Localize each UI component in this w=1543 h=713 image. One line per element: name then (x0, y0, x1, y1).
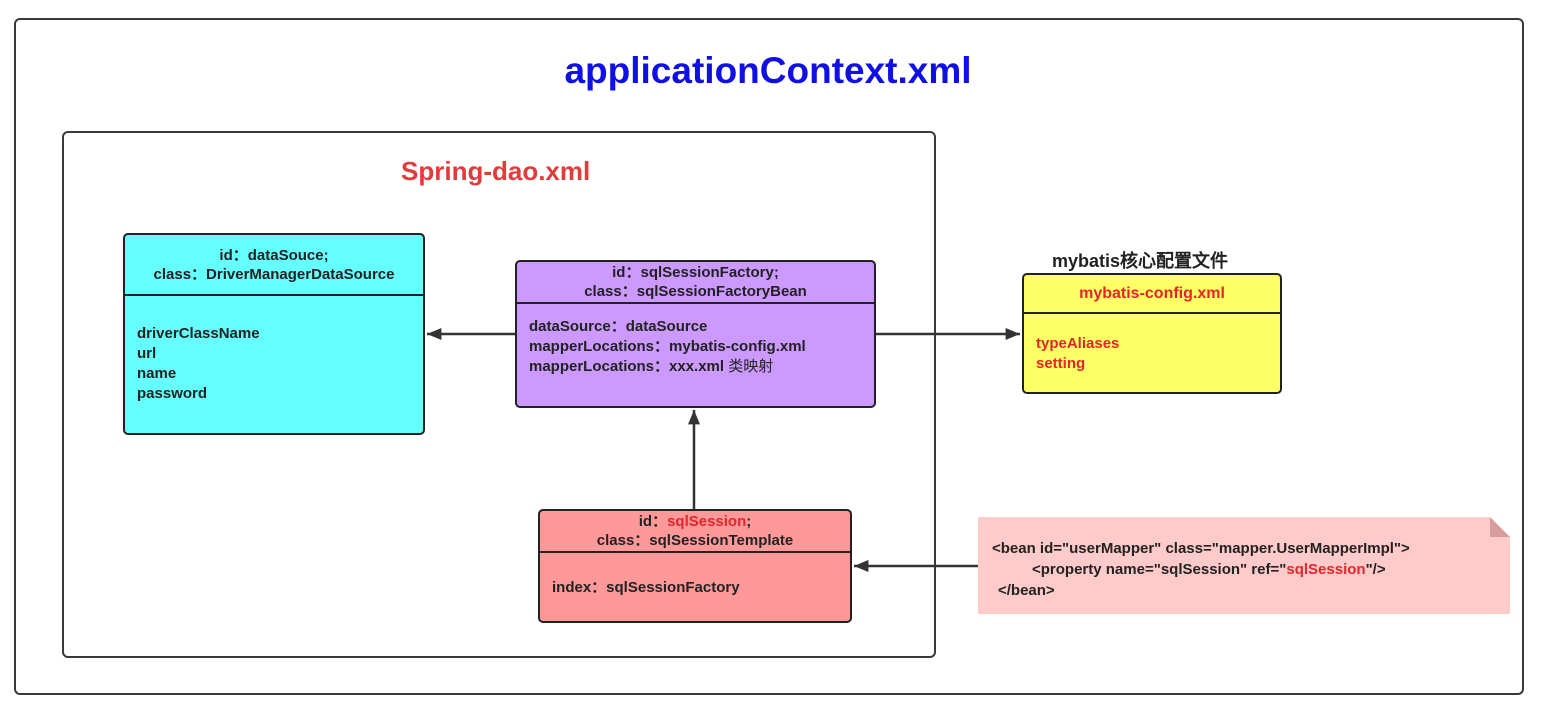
datasource-bean-box: id：dataSouce; class：DriverManagerDataSou… (123, 233, 425, 435)
session-template-bean-box: id：sqlSession; class：sqlSessionTemplate … (538, 509, 852, 623)
session-factory-bean-header: id：sqlSessionFactory; class：sqlSessionFa… (517, 262, 874, 304)
item-setting: setting (1036, 355, 1086, 372)
note-line-property: <property name="sqlSession" ref="sqlSess… (992, 559, 1510, 580)
datasource-bean-fields: driverClassName url name password (125, 296, 423, 404)
item-type-aliases: typeAliases (1036, 335, 1120, 352)
prop-index: index：sqlSessionFactory (552, 579, 740, 596)
datasource-bean-header: id：dataSouce; class：DriverManagerDataSou… (125, 235, 423, 296)
session-template-id-prefix: id： (638, 513, 668, 530)
field-name: name (137, 365, 177, 382)
note-property-prefix: <property name="sqlSession" ref=" (1032, 561, 1287, 578)
mybatis-config-label: mybatis核心配置文件 (1052, 251, 1229, 271)
session-template-id-suffix: ; (746, 513, 752, 530)
note-property-suffix: "/> (1365, 561, 1386, 578)
mybatis-config-box: mybatis-config.xml typeAliases setting (1022, 273, 1282, 394)
prop-mapper-locations-config: mapperLocations：mybatis-config.xml (529, 338, 806, 355)
note-folded-corner (1490, 517, 1510, 537)
prop-mapper-locations-xml-text: mapperLocations：xxx.xml (529, 358, 729, 375)
note-line-bean-close: </bean> (998, 582, 1055, 599)
prop-mapper-locations-xml: mapperLocations：xxx.xml 类映射 (529, 357, 874, 377)
prop-mapper-locations-note: 类映射 (728, 358, 774, 375)
field-url: url (137, 345, 157, 362)
note-line-bean-open: <bean id="userMapper" class="mapper.User… (992, 540, 1410, 557)
datasource-class: class：DriverManagerDataSource (153, 266, 395, 283)
datasource-id: id：dataSouce; (219, 247, 329, 264)
user-mapper-bean-note: <bean id="userMapper" class="mapper.User… (978, 517, 1510, 614)
mybatis-config-items: typeAliases setting (1024, 314, 1280, 374)
session-template-id-value: sqlSession (667, 513, 747, 530)
session-template-bean-props: index：sqlSessionFactory (540, 553, 850, 598)
session-factory-class: class：sqlSessionFactoryBean (584, 283, 807, 300)
session-factory-bean-props: dataSource：dataSource mapperLocations：my… (517, 304, 874, 377)
mybatis-config-header: mybatis-config.xml (1024, 275, 1280, 314)
note-property-ref: sqlSession (1286, 561, 1366, 578)
spring-dao-title: Spring-dao.xml (401, 156, 591, 186)
session-factory-bean-box: id：sqlSessionFactory; class：sqlSessionFa… (515, 260, 876, 408)
application-context-title: applicationContext.xml (564, 50, 972, 91)
field-password: password (137, 385, 208, 402)
prop-data-source: dataSource：dataSource (529, 318, 708, 335)
session-factory-id: id：sqlSessionFactory; (612, 264, 779, 281)
session-template-class: class：sqlSessionTemplate (596, 532, 794, 549)
session-template-bean-header: id：sqlSession; class：sqlSessionTemplate (540, 511, 850, 553)
field-driver-class-name: driverClassName (137, 325, 260, 342)
session-template-id: id：sqlSession; (540, 512, 850, 531)
